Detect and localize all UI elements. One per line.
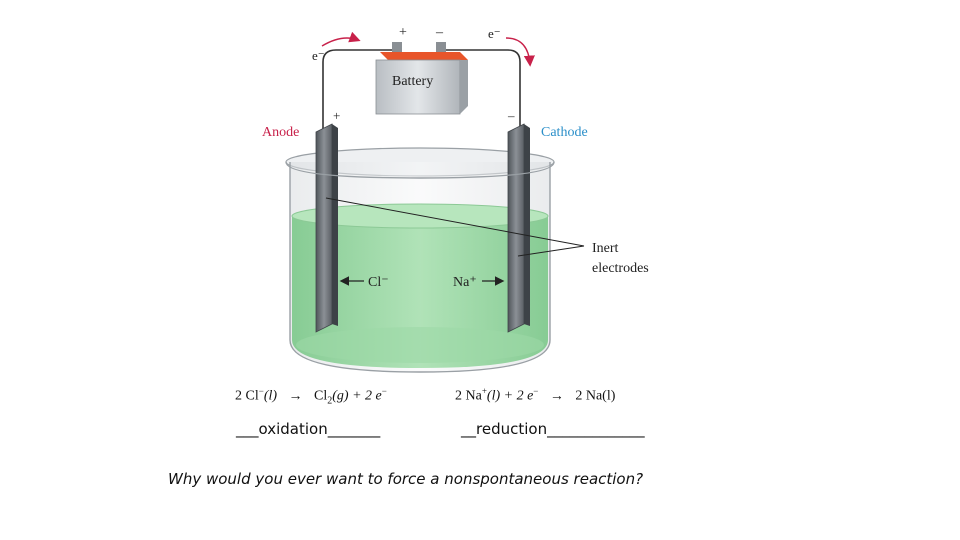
cathode-minus-sign: – bbox=[507, 108, 515, 123]
cathode-label: Cathode bbox=[541, 125, 588, 140]
electron-label-right: e⁻ bbox=[488, 26, 501, 41]
eq-right-product: 2 Na(l) bbox=[575, 388, 616, 404]
cl-ion-label: Cl⁻ bbox=[368, 275, 389, 290]
inert-electrodes-label-line2: electrodes bbox=[592, 261, 649, 276]
inert-leader-right bbox=[517, 245, 585, 257]
inert-electrodes-label-line1: Inert bbox=[592, 241, 619, 256]
eq-left-product-sub: 2 bbox=[327, 395, 333, 407]
question-text: Why would you ever want to force a nonsp… bbox=[168, 470, 644, 488]
wire-right bbox=[440, 49, 521, 132]
eq-right-reactant-charge: + bbox=[481, 386, 487, 396]
electron-flow-arrow-left bbox=[321, 31, 361, 47]
battery: Battery bbox=[375, 42, 468, 115]
anode-plus-sign: + bbox=[333, 108, 340, 123]
eq-right-arrow: → bbox=[549, 388, 564, 404]
eq-right-reactant: 2 Na bbox=[455, 388, 482, 404]
cathode-electrode bbox=[507, 123, 530, 333]
oxidation-answer: ___oxidation_______ bbox=[236, 420, 381, 438]
anode-label: Anode bbox=[262, 125, 299, 140]
beaker-bottom bbox=[296, 327, 544, 363]
anode-electrode bbox=[315, 123, 338, 333]
electron-label-left: e⁻ bbox=[312, 48, 325, 63]
eq-left-arrow: → bbox=[288, 388, 303, 404]
eq-left-product-state: (g) + 2 e bbox=[332, 388, 382, 404]
na-ion-label: Na⁺ bbox=[453, 275, 477, 290]
wire-left bbox=[322, 49, 398, 132]
battery-plus-sign: + bbox=[399, 25, 407, 40]
eq-left-reactant: 2 Cl bbox=[235, 388, 259, 404]
eq-left-reactant-charge: − bbox=[258, 386, 264, 396]
solution-surface bbox=[291, 203, 549, 229]
beaker-rim-front bbox=[285, 161, 555, 179]
eq-left-reactant-state: (l) bbox=[263, 388, 278, 404]
reduction-equation: 2 Na+(l) + 2 e− → 2 Na(l) bbox=[455, 386, 615, 405]
reduction-answer: __reduction_____________ bbox=[461, 420, 645, 438]
eq-left-electron-charge: − bbox=[381, 386, 387, 396]
oxidation-equation: 2 Cl−(l) → Cl2(g) + 2 e− bbox=[235, 386, 387, 406]
eq-right-reactant-state: (l) + 2 e bbox=[486, 388, 534, 404]
battery-minus-sign: – bbox=[435, 25, 444, 40]
electron-flow-arrow-right bbox=[505, 37, 535, 67]
battery-label: Battery bbox=[392, 74, 433, 89]
eq-left-product: Cl bbox=[314, 388, 328, 404]
inert-leader-left bbox=[325, 197, 585, 247]
eq-right-electron-charge: − bbox=[533, 386, 539, 396]
